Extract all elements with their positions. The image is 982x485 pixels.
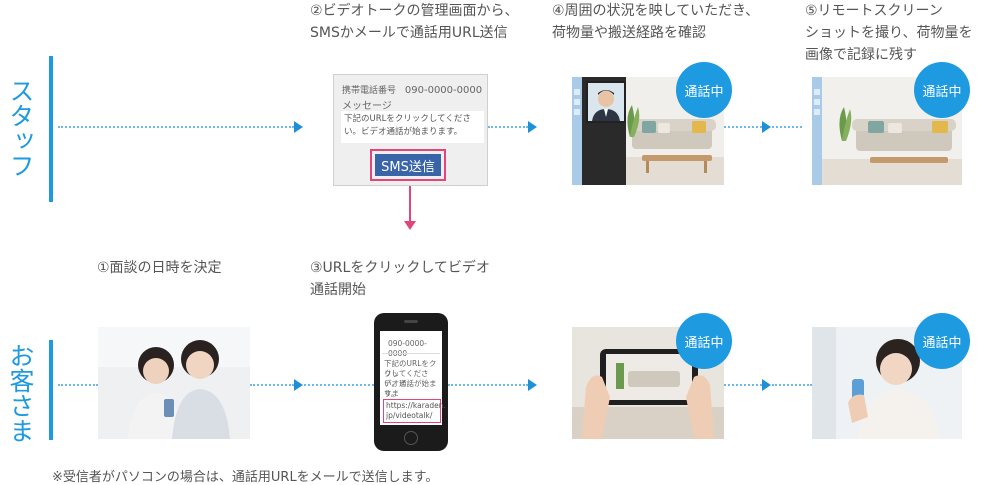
- customer-arrow-3: [762, 379, 771, 391]
- step2-line2: SMSかメールで通話用URL送信: [310, 25, 508, 41]
- staff-avatar: [592, 90, 620, 121]
- step2-line1: ②ビデオトークの管理画面から、: [310, 3, 519, 19]
- step5-line2: ショットを撮り、荷物量を: [805, 25, 973, 41]
- customer-connector-5: [724, 384, 762, 386]
- customer-smartphone: 090-0000-0000 下記のURLをクリッ クしてください。ビ デオ通話が…: [374, 313, 448, 451]
- staff-arrow-3: [762, 121, 771, 133]
- message-line1: 下記のURLをクリックしてくださ: [344, 114, 471, 124]
- message-body: 下記のURLをクリックしてくださ い。ビデオ通話が始まります。: [341, 111, 484, 143]
- staff-face-frame: [586, 81, 626, 123]
- in-call-badge-1: 通話中: [676, 62, 732, 118]
- phone-screen-url-link[interactable]: https://karaden. jp/videotalk/: [383, 399, 446, 423]
- step5-line1: ⑤リモートスクリーン: [805, 3, 943, 19]
- in-call-badge-4: 通話中: [914, 313, 970, 369]
- video-sidebar-btn2[interactable]: [574, 99, 580, 105]
- send-down-arrowhead: [404, 221, 416, 230]
- customer-woman-phone-photo: [812, 327, 962, 439]
- in-call-badge-3: 通話中: [676, 313, 732, 369]
- footnote: ※受信者がパソコンの場合は、通話用URLをメールで送信します。: [52, 470, 439, 485]
- step5-text: ⑤リモートスクリーン ショットを撮り、荷物量を 画像で記録に残す: [805, 0, 980, 66]
- video-sidebar-btn1[interactable]: [574, 89, 580, 95]
- step2-text: ②ビデオトークの管理画面から、 SMSかメールで通話用URL送信: [310, 0, 540, 44]
- message-label: メッセージ: [342, 101, 392, 112]
- customer-connector-4: [448, 384, 528, 386]
- sms-send-button[interactable]: SMS送信: [375, 154, 441, 176]
- screenshot-sidebar-btn2[interactable]: [814, 99, 820, 105]
- staff-connector-3: [724, 126, 762, 128]
- screenshot-sidebar: [812, 77, 822, 185]
- phone-screen-number: 090-0000-0000: [388, 339, 427, 358]
- customer-arrow-1: [294, 379, 303, 391]
- message-line2: い。ビデオ通話が始まります。: [344, 127, 463, 137]
- staff-connector-1: [58, 126, 294, 128]
- phone-screen: 090-0000-0000 下記のURLをクリッ クしてください。ビ デオ通話が…: [380, 331, 446, 425]
- send-down-line: [409, 186, 411, 222]
- step4-text: ④周囲の状況を映していただき、 荷物量や搬送経路を確認: [552, 0, 792, 44]
- sms-admin-panel: 携帯電話番号 090-0000-0000 メッセージ 下記のURLをクリックして…: [333, 74, 488, 186]
- staff-connector-4: [772, 126, 802, 128]
- staff-lane-label: スタッフ: [6, 78, 35, 178]
- phone-screen-line2: クしてください。ビ: [384, 369, 429, 388]
- customers-phone-photo: [98, 327, 250, 439]
- screenshot-sidebar-btn1[interactable]: [814, 89, 820, 95]
- customer-connector-1: [58, 384, 98, 386]
- customer-connector-6: [772, 384, 812, 386]
- video-sidebar-btn3[interactable]: [574, 109, 580, 115]
- two-women-phone-illustration: [98, 327, 250, 439]
- customer-connector-2: [250, 384, 294, 386]
- phone-number-value: 090-0000-0000: [404, 85, 483, 96]
- phone-url-line2: jp/videotalk/: [386, 411, 433, 420]
- step5-line3: 画像で記録に残す: [805, 47, 917, 63]
- phone-screen-line3: デオ通話が始まりま: [384, 379, 437, 398]
- customer-lane-label: お客さま: [6, 343, 35, 443]
- customer-connector-3: [304, 384, 374, 386]
- phone-number-label: 携帯電話番号 090-0000-0000: [342, 83, 482, 96]
- phone-label-text: 携帯電話番号: [342, 86, 397, 96]
- step3-line2: 通話開始: [310, 282, 366, 298]
- staff-lane-bar: [49, 56, 53, 202]
- phone-screen-divider: [382, 353, 440, 354]
- video-sidebar: [572, 77, 582, 185]
- phone-screen-line4: す。: [384, 389, 399, 398]
- step1-text: ①面談の日時を決定: [97, 260, 222, 276]
- step4-line2: 荷物量や搬送経路を確認: [552, 25, 706, 41]
- step3-text: ③URLをクリックしてビデオ 通話開始: [310, 257, 530, 301]
- step3-line1: ③URLをクリックしてビデオ: [310, 260, 490, 276]
- phone-screen-line1: 下記のURLをクリッ: [384, 359, 437, 378]
- phone-home-button[interactable]: [404, 431, 418, 445]
- staff-camera-panel: [582, 77, 626, 185]
- screenshot-sidebar-btn3[interactable]: [814, 109, 820, 115]
- staff-arrow-2: [528, 121, 537, 133]
- in-call-badge-2: 通話中: [914, 62, 970, 118]
- phone-url-line1: https://karaden.: [386, 401, 446, 410]
- sms-send-highlight: SMS送信: [370, 149, 446, 181]
- staff-arrow-1: [294, 121, 303, 133]
- staff-connector-2: [488, 126, 528, 128]
- step4-line1: ④周囲の状況を映していただき、: [552, 3, 760, 19]
- woman-video-call-illustration: [812, 327, 962, 439]
- customer-arrow-2: [528, 379, 537, 391]
- customer-lane-bar: [49, 340, 53, 440]
- phone-speaker: [404, 320, 418, 323]
